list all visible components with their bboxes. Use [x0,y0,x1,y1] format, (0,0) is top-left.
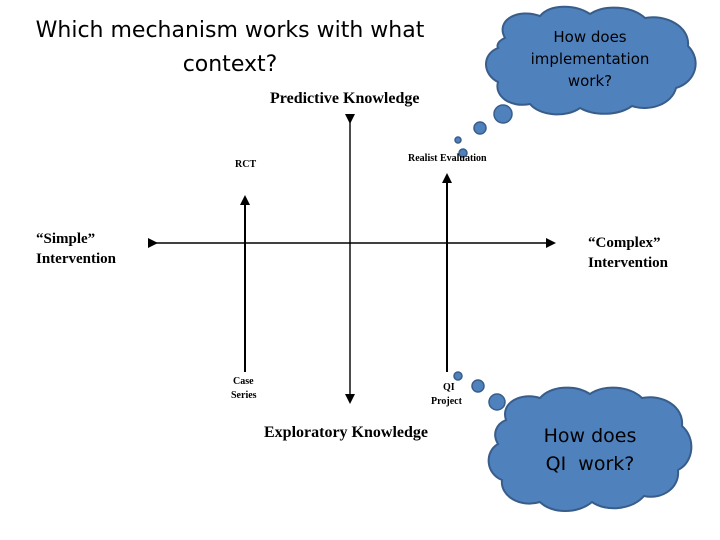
implementation-cloud-line2: implementation [530,50,650,68]
top-thought-dots [454,104,513,158]
qi-cloud-line1: How does [543,425,637,447]
qi-cloud-text: How does QI work? [490,422,690,478]
bottom-thought-dots [453,371,506,411]
realist-evaluation-label: Realist Evaluation [408,153,487,164]
implementation-cloud-line3: work? [567,72,613,90]
bottom-axis-label: Exploratory Knowledge [264,424,428,441]
rct-label: RCT [235,159,257,170]
top-axis-label: Predictive Knowledge [270,90,420,107]
right-axis-label-line2: Intervention [588,255,668,271]
implementation-cloud-line1: How does [553,28,627,46]
left-axis-label-line1: “Simple” [36,231,96,247]
implementation-cloud [485,5,697,116]
case-series-label-line1: Case [233,376,254,387]
right-axis-label-line1: “Complex” [588,235,661,251]
case-series-label-line2: Series [231,390,257,401]
implementation-cloud-text: How does implementation work? [490,26,690,92]
page-title: Which mechanism works with what context? [35,18,425,77]
qi-project-label-line1: QI [443,382,455,393]
left-axis-label-line2: Intervention [36,251,116,267]
qi-cloud [487,386,693,512]
qi-cloud-line2: QI work? [545,453,635,475]
qi-project-label-line2: Project [431,396,462,407]
